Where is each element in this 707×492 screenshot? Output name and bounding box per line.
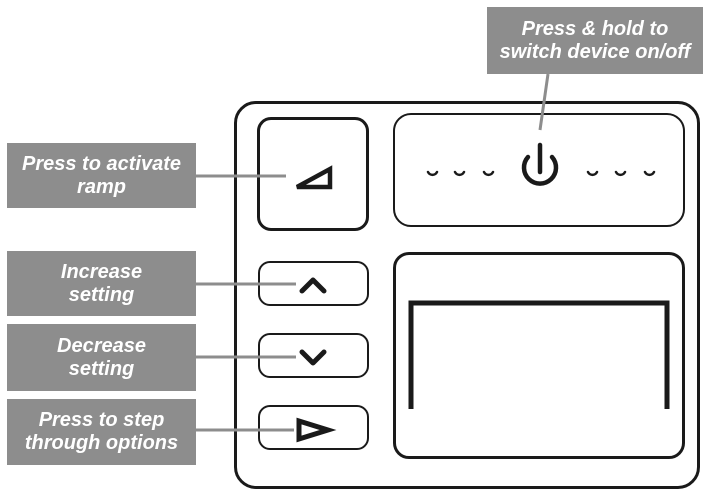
ramp-triangle-icon [295, 165, 333, 190]
callout-decrease: Decrease setting [7, 324, 196, 391]
callout-increase: Increase setting [7, 251, 196, 316]
callout-decrease-line2: setting [68, 357, 135, 380]
callout-ramp-line2: ramp [77, 175, 126, 198]
callout-power-line1: Press & hold to [521, 17, 669, 40]
callout-ramp-line1: Press to activate [22, 152, 181, 175]
indicator-dots-left [426, 170, 495, 177]
ramp-button[interactable] [257, 117, 369, 231]
callout-increase-line1: Increase [60, 260, 143, 283]
power-icon[interactable] [521, 142, 559, 186]
callout-ramp: Press to activate ramp [7, 143, 196, 208]
callout-power-line2: switch device on/off [499, 40, 691, 63]
increase-button[interactable] [258, 261, 369, 306]
callout-step: Press to step through options [7, 399, 196, 465]
display-inner-frame [408, 300, 670, 409]
power-indicator-area[interactable] [393, 113, 685, 227]
step-options-button[interactable] [258, 405, 369, 450]
chevron-up-icon [299, 277, 327, 294]
callout-step-line2: through options [24, 432, 179, 454]
callout-increase-line2: setting [68, 283, 135, 306]
play-triangle-icon [296, 417, 337, 443]
callout-step-line1: Press to step [38, 409, 165, 431]
decrease-button[interactable] [258, 333, 369, 378]
indicator-dots-right [586, 170, 656, 177]
callout-decrease-line1: Decrease [57, 334, 146, 357]
callout-power: Press & hold to switch device on/off [487, 7, 703, 74]
chevron-down-icon [299, 349, 327, 366]
display-screen [393, 252, 685, 459]
